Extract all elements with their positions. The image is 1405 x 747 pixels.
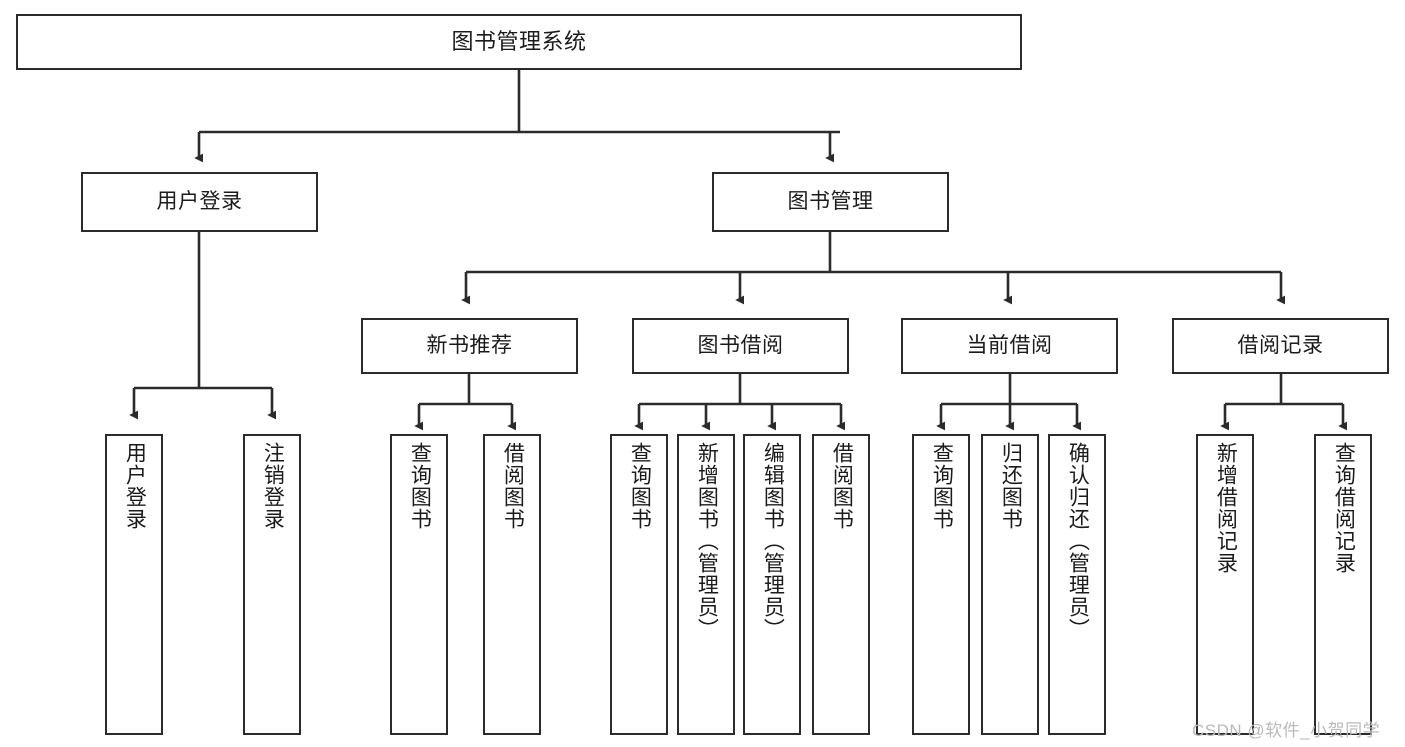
node-leaf-user-login-label: 用户登录 <box>123 442 147 530</box>
node-leaf-borrow-book-1[interactable]: 借阅图书 <box>483 434 541 735</box>
node-leaf-query-record-label: 查询借阅记录 <box>1332 442 1356 574</box>
node-user-login[interactable]: 用户登录 <box>81 172 318 232</box>
node-leaf-confirm-return-label: 确认归还（管理员） <box>1066 442 1090 640</box>
node-leaf-query-book-3[interactable]: 查询图书 <box>912 434 970 735</box>
node-leaf-query-book-3-label: 查询图书 <box>930 442 954 530</box>
node-current-borrow[interactable]: 当前借阅 <box>901 318 1118 374</box>
node-book-borrow[interactable]: 图书借阅 <box>632 318 849 374</box>
node-leaf-add-record-label: 新增借阅记录 <box>1214 442 1238 574</box>
node-leaf-confirm-return[interactable]: 确认归还（管理员） <box>1048 434 1106 735</box>
node-borrow-record[interactable]: 借阅记录 <box>1172 318 1389 374</box>
node-leaf-edit-book-label: 编辑图书（管理员） <box>761 442 785 640</box>
node-leaf-user-login[interactable]: 用户登录 <box>105 434 163 735</box>
node-leaf-return-book[interactable]: 归还图书 <box>981 434 1039 735</box>
node-user-login-label: 用户登录 <box>156 190 243 214</box>
node-leaf-query-book-2-label: 查询图书 <box>628 442 652 530</box>
node-book-borrow-label: 图书借阅 <box>697 334 784 358</box>
node-leaf-query-book-2[interactable]: 查询图书 <box>610 434 668 735</box>
node-borrow-record-label: 借阅记录 <box>1237 334 1324 358</box>
node-leaf-logout-login[interactable]: 注销登录 <box>243 434 301 735</box>
node-leaf-query-book-1[interactable]: 查询图书 <box>390 434 448 735</box>
node-current-borrow-label: 当前借阅 <box>966 334 1053 358</box>
node-leaf-query-book-1-label: 查询图书 <box>408 442 432 530</box>
node-leaf-borrow-book-2[interactable]: 借阅图书 <box>812 434 870 735</box>
csdn-watermark: CSDN @软件_小贺同学 <box>1192 721 1381 740</box>
node-new-book-recommend-label: 新书推荐 <box>426 334 513 358</box>
node-leaf-borrow-book-2-label: 借阅图书 <box>830 442 854 530</box>
node-leaf-logout-login-label: 注销登录 <box>261 442 285 530</box>
node-leaf-return-book-label: 归还图书 <box>999 442 1023 530</box>
node-root-label: 图书管理系统 <box>451 28 587 54</box>
node-book-manage-label: 图书管理 <box>787 190 874 214</box>
node-leaf-add-record[interactable]: 新增借阅记录 <box>1196 434 1254 735</box>
node-root-system[interactable]: 图书管理系统 <box>16 14 1022 70</box>
node-book-manage[interactable]: 图书管理 <box>712 172 949 232</box>
node-leaf-query-record[interactable]: 查询借阅记录 <box>1314 434 1372 735</box>
node-leaf-borrow-book-1-label: 借阅图书 <box>501 442 525 530</box>
node-leaf-add-book[interactable]: 新增图书（管理员） <box>677 434 735 735</box>
node-leaf-add-book-label: 新增图书（管理员） <box>695 442 719 640</box>
node-new-book-recommend[interactable]: 新书推荐 <box>361 318 578 374</box>
node-leaf-edit-book[interactable]: 编辑图书（管理员） <box>743 434 801 735</box>
